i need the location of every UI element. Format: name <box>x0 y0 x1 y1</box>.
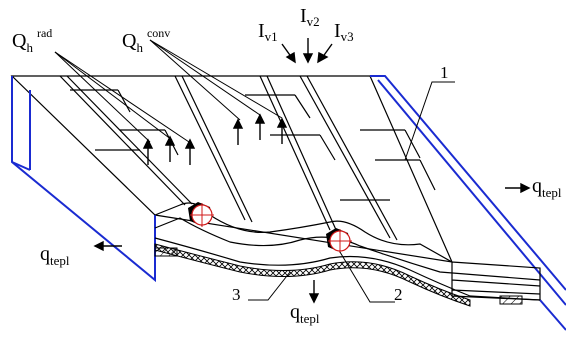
q-rad-leaders <box>54 51 193 145</box>
pipe-left <box>188 202 214 227</box>
callout-2: 2 <box>394 285 403 304</box>
callout-leaders <box>248 81 455 303</box>
q-conv-leaders <box>149 39 283 121</box>
foot-left <box>154 247 178 257</box>
label-iv3: Iv3 <box>334 20 354 44</box>
incident-arrows <box>281 38 333 64</box>
label-q-conv: Qhconv <box>122 26 170 55</box>
slab-top-surface <box>10 75 453 263</box>
pipe-right <box>326 228 352 253</box>
foot-right <box>499 295 523 305</box>
insulation-layer <box>154 243 471 307</box>
callout-1: 1 <box>440 63 449 82</box>
label-q-tepl-bottom: qtepl <box>290 301 320 326</box>
label-q-rad: Qhrad <box>12 26 52 55</box>
heat-loss-arrows <box>93 182 531 304</box>
callout-3: 3 <box>232 285 241 304</box>
label-q-tepl-right: qtepl <box>532 175 562 200</box>
label-iv2: Iv2 <box>300 5 320 29</box>
label-q-tepl-left: qtepl <box>40 243 70 268</box>
label-iv1: Iv1 <box>258 20 278 44</box>
heat-up-arrows <box>142 113 288 165</box>
